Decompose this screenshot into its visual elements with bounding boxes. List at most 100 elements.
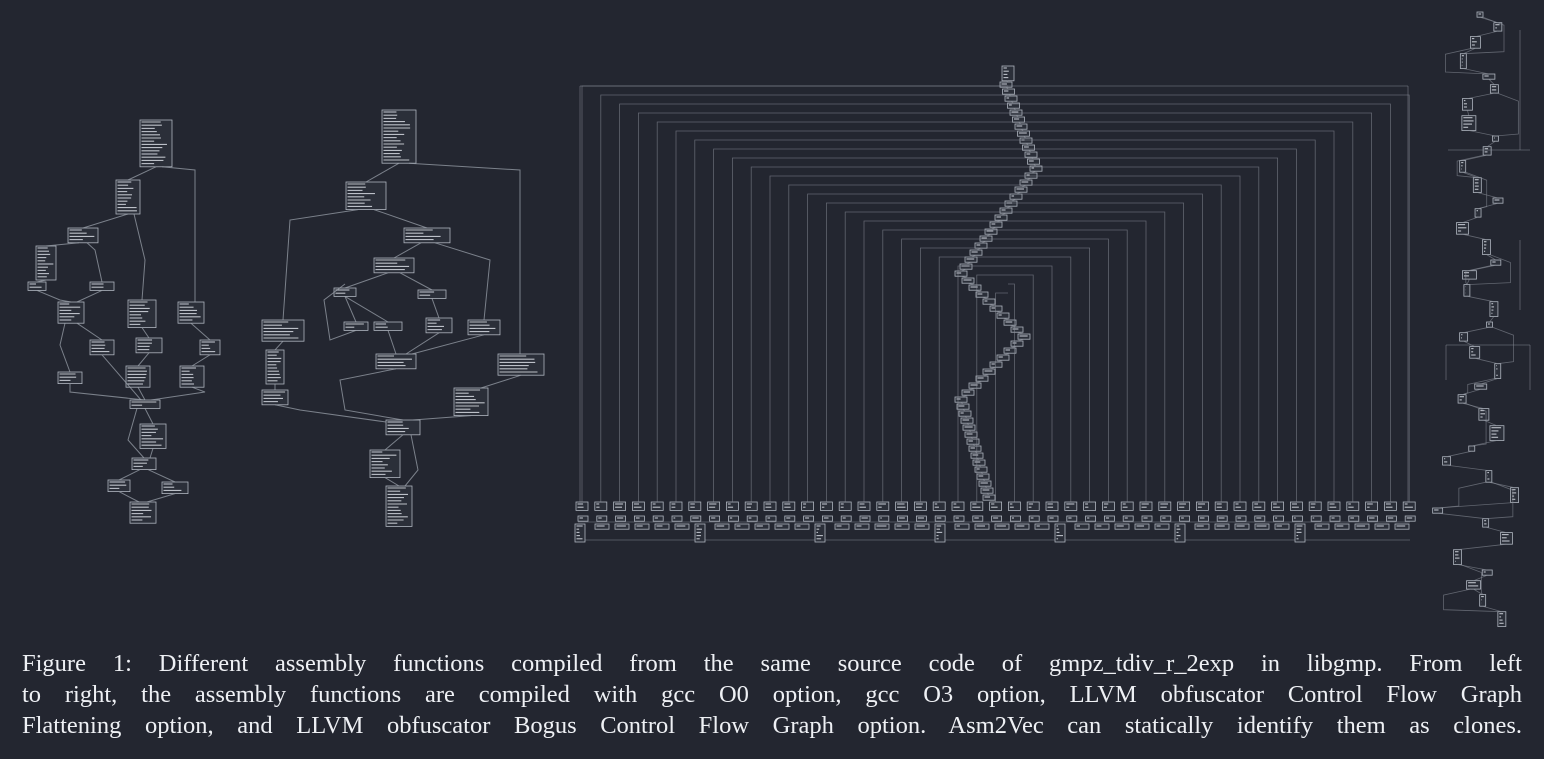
cfg-edge	[1008, 148, 1297, 502]
basic-block	[129, 501, 157, 524]
basic-block	[1492, 135, 1499, 142]
basic-block	[1214, 501, 1228, 511]
cfg-edge	[1009, 324, 1018, 328]
cfg-edge	[1485, 481, 1514, 520]
basic-block	[1292, 515, 1303, 522]
basic-block	[784, 515, 796, 522]
basic-block	[991, 515, 1002, 522]
basic-block	[960, 417, 974, 424]
basic-block	[878, 515, 890, 522]
basic-block	[425, 317, 453, 334]
basic-block	[261, 389, 289, 406]
basic-block	[1482, 239, 1491, 255]
cfg-edge	[1000, 212, 1007, 216]
cfg-edge	[1466, 254, 1511, 285]
cfg-edge	[1483, 419, 1498, 427]
basic-block	[834, 523, 850, 530]
basic-block	[634, 523, 650, 530]
cfg-edge	[1008, 175, 1241, 502]
cfg-edge	[988, 366, 997, 370]
basic-block	[1004, 95, 1018, 102]
cfg-edge	[1002, 317, 1011, 321]
cfg-edge	[59, 323, 71, 373]
cfg-edge	[981, 373, 990, 377]
basic-block	[1194, 523, 1210, 530]
cfg-edge	[974, 380, 983, 384]
cfg-edge	[713, 148, 1008, 502]
basic-block	[650, 501, 664, 511]
basic-block	[129, 399, 161, 409]
cfg-edge	[732, 157, 1008, 502]
basic-block	[1273, 515, 1284, 522]
basic-block	[1489, 301, 1499, 317]
basic-block	[1027, 158, 1040, 165]
cfg-edge	[1008, 130, 1335, 502]
basic-block	[1404, 515, 1416, 522]
cfg-edge	[1464, 402, 1487, 447]
basic-block	[1294, 523, 1306, 543]
basic-block	[67, 227, 99, 244]
cfg-edge	[1008, 139, 1316, 502]
cfg-edge	[1025, 142, 1029, 146]
cfg-edge	[974, 289, 983, 293]
basic-block	[1122, 515, 1134, 522]
cfg-edge	[282, 209, 359, 321]
basic-block	[1120, 501, 1134, 511]
basic-block	[1235, 515, 1247, 522]
cfg-edge	[976, 274, 1008, 502]
basic-block	[854, 523, 870, 530]
basic-block	[1485, 470, 1493, 483]
cfg-edge	[1462, 154, 1488, 161]
basic-block	[1479, 594, 1487, 607]
cfg-edge	[656, 121, 1008, 502]
cfg-edge	[1460, 564, 1484, 595]
basic-block	[744, 501, 758, 511]
basic-block	[961, 389, 975, 396]
cfg-edge	[434, 242, 491, 321]
cfg-edge	[411, 334, 485, 355]
graph-llvm-flattening	[574, 65, 1416, 543]
cfg-edge	[1465, 264, 1493, 285]
cfg-edge	[1495, 92, 1519, 137]
basic-block	[951, 501, 965, 511]
cfg-edge	[344, 296, 357, 323]
basic-block	[1482, 518, 1490, 528]
cfg-edge	[1025, 177, 1032, 181]
basic-block	[1462, 98, 1473, 111]
basic-block	[615, 515, 626, 522]
basic-block	[373, 257, 415, 274]
basic-block	[1019, 137, 1033, 144]
cfg-edge	[1437, 512, 1486, 520]
basic-block	[1014, 123, 1028, 130]
basic-block	[1334, 523, 1350, 530]
cfg-edge	[1485, 526, 1507, 533]
cfg-edge	[1008, 274, 1034, 502]
cfg-edge	[1462, 233, 1487, 241]
cfg-edge	[619, 103, 1008, 502]
basic-block	[1329, 515, 1341, 522]
cfg-edge	[750, 166, 1008, 502]
basic-block	[1469, 346, 1481, 359]
basic-block	[632, 501, 645, 511]
basic-block	[1432, 507, 1444, 514]
basic-block	[953, 515, 965, 522]
basic-block	[417, 289, 447, 299]
basic-block	[1490, 259, 1502, 266]
cfg-edge	[127, 408, 145, 459]
cfg-edge	[399, 272, 433, 291]
cfg-edge	[1005, 86, 1009, 90]
basic-block	[688, 501, 702, 511]
caption-line-3: Flattening option, and LLVM obfuscator B…	[22, 712, 1522, 739]
basic-block	[954, 396, 968, 403]
cfg-edge	[384, 434, 404, 451]
cfg-edge	[1008, 193, 1203, 502]
basic-block	[1459, 332, 1469, 342]
basic-block	[265, 349, 285, 385]
basic-block	[179, 365, 205, 388]
basic-block	[89, 281, 115, 291]
cfg-edge	[995, 310, 1004, 314]
basic-block	[669, 501, 683, 511]
cfg-edge	[118, 469, 141, 481]
cfg-edge	[1488, 78, 1495, 85]
basic-block	[139, 423, 167, 449]
